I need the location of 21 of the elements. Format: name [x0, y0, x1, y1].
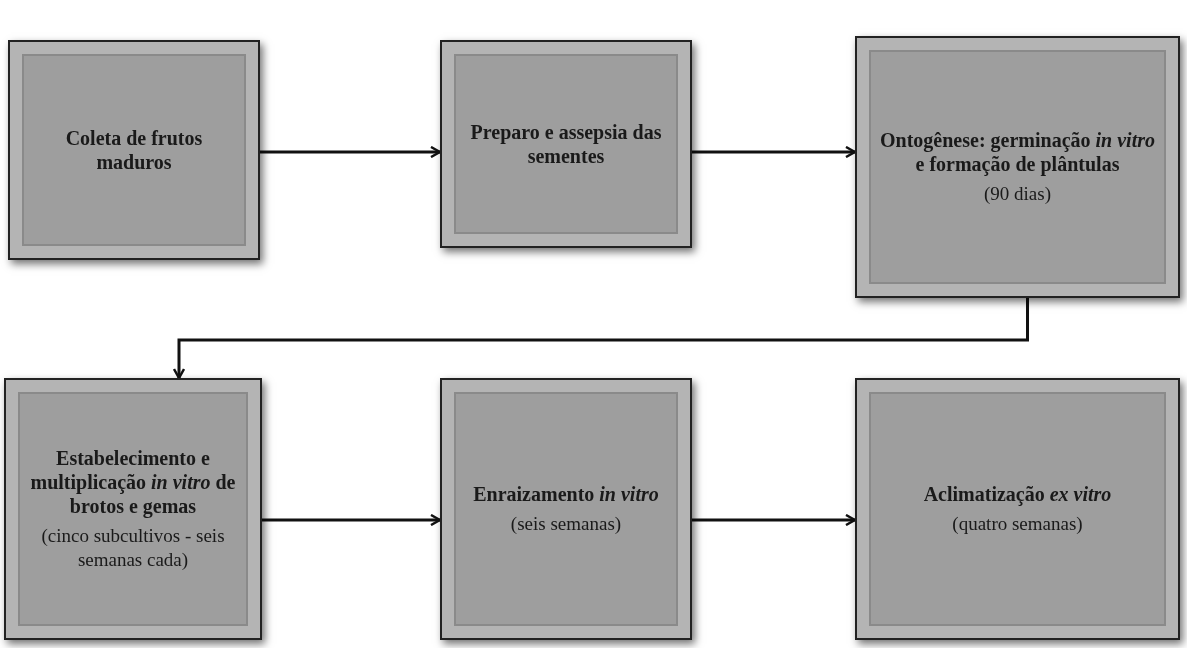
process-box: [440, 40, 692, 248]
step-duration: (quatro semanas): [952, 512, 1083, 536]
arrow: [172, 298, 1029, 380]
arrow: [260, 145, 442, 159]
step-duration: (cinco subcultivos - seis semanas cada): [40, 524, 226, 572]
process-box: [440, 378, 692, 640]
step-duration: (seis semanas): [510, 512, 622, 536]
process-box: [855, 36, 1180, 298]
step-title: Ontogênese: germinação in vitro e formação de plântulas: [879, 128, 1156, 177]
step-title: Aclimatização ex vitro: [923, 482, 1112, 507]
step-title: Coleta de frutos maduros: [64, 126, 204, 174]
process-box: [8, 40, 260, 260]
process-box: [4, 378, 262, 640]
step-duration: (90 dias): [984, 182, 1051, 206]
arrow: [262, 513, 442, 527]
arrow: [692, 145, 857, 159]
step-title: Enraizamento in vitro: [473, 482, 659, 507]
process-box: [855, 378, 1180, 640]
step-title: Estabelecimento e multiplicação in vitro de brotos e gemas: [29, 446, 237, 519]
arrow: [692, 513, 857, 527]
step-title: Preparo e assepsia das sementes: [469, 120, 663, 168]
